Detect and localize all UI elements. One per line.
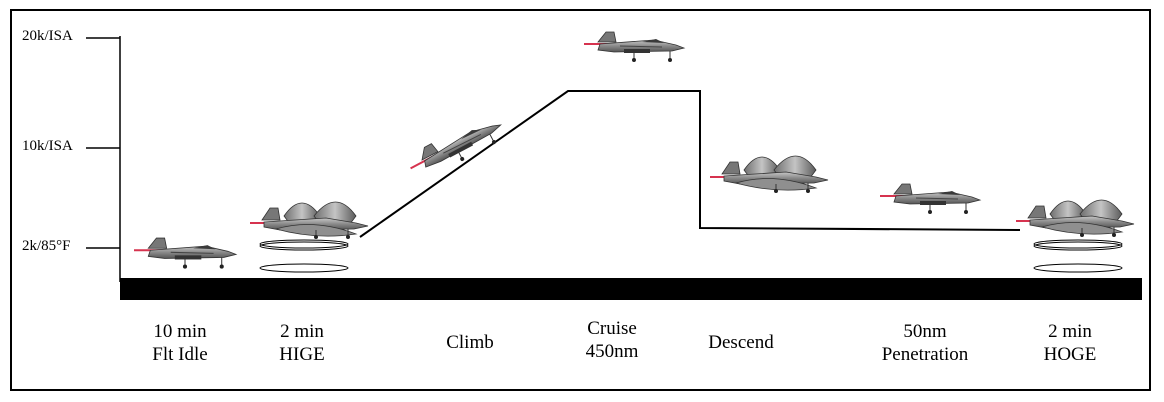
- phase-line: 50nm: [903, 321, 947, 342]
- phase-line: HIGE: [279, 344, 325, 365]
- phase-label-penetration: 50nm Penetration: [862, 320, 988, 366]
- hover-rings: [259, 239, 349, 273]
- rotor-fan-icon: [1015, 199, 1135, 238]
- phase-line: 2 min: [280, 321, 324, 342]
- phase-line: Descend: [708, 332, 774, 353]
- phase-line: 450nm: [585, 341, 639, 362]
- phase-line: Penetration: [881, 344, 969, 365]
- phase-line: HOGE: [1043, 344, 1097, 365]
- altitude-profile-line: [359, 90, 1021, 238]
- phase-label-cruise: Cruise 450nm: [562, 317, 662, 363]
- hover-rings: [1033, 239, 1123, 273]
- phase-label-hoge: 2 min HOGE: [1020, 320, 1120, 366]
- phase-label-descend: Descend: [686, 331, 796, 354]
- phase-line: Flt Idle: [152, 344, 208, 365]
- rotor-fan-icon: [249, 201, 369, 240]
- phase-line: Cruise: [587, 318, 637, 339]
- y-axis-label-2k: 2k/85°F: [22, 238, 71, 254]
- aircraft-icon: [583, 31, 685, 63]
- aircraft-icon: [132, 237, 238, 270]
- phase-line: 2 min: [1048, 321, 1092, 342]
- phase-label-hige: 2 min HIGE: [252, 320, 352, 366]
- aircraft-icon: [879, 183, 981, 215]
- phase-line: 10 min: [153, 321, 207, 342]
- y-axis-label-10k: 10k/ISA: [22, 138, 73, 154]
- phase-label-climb: Climb: [420, 331, 520, 354]
- phase-line: Climb: [446, 332, 494, 353]
- y-axis-label-20k: 20k/ISA: [22, 28, 73, 44]
- aircraft-icon: [403, 109, 509, 186]
- rotor-fan-icon: [709, 155, 829, 194]
- ground-bar: [120, 278, 1142, 300]
- phase-label-flight-idle: 10 min Flt Idle: [128, 320, 232, 366]
